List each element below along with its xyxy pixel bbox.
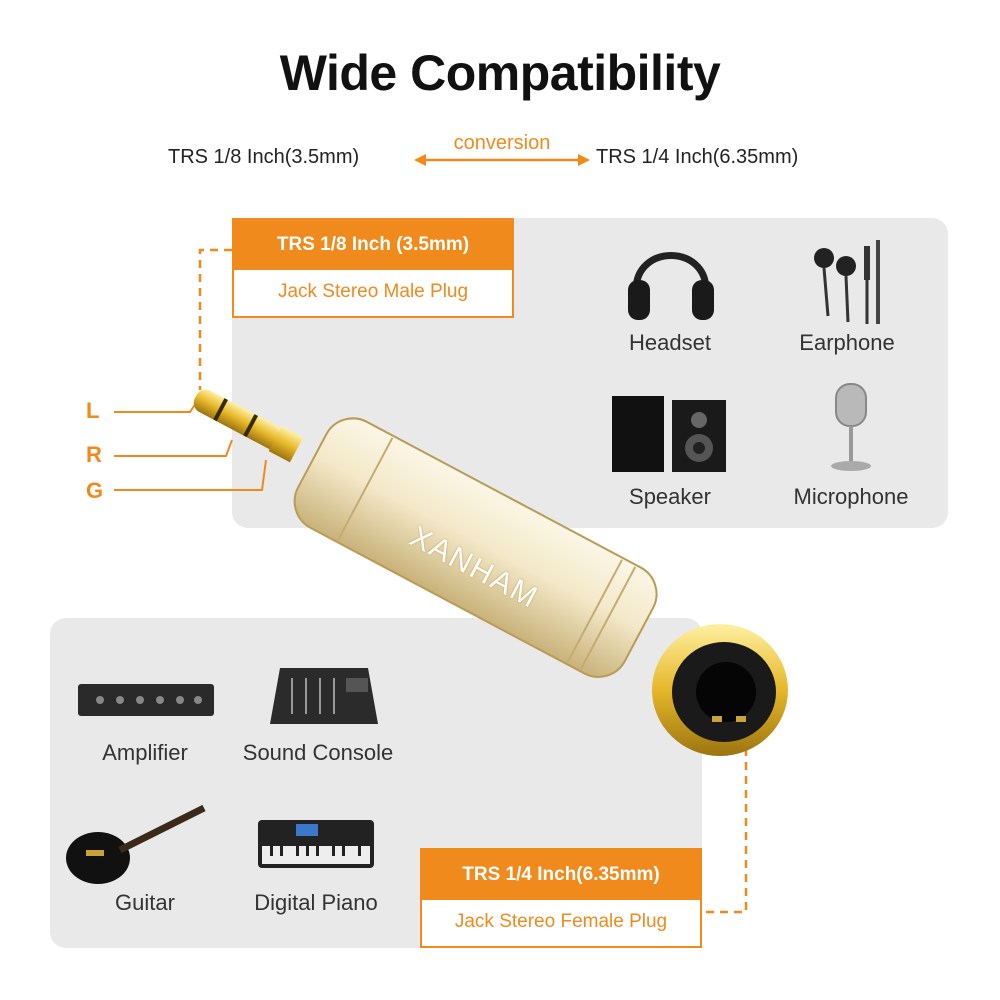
- device-label-digital-piano: Digital Piano: [254, 890, 378, 915]
- female-plug-spec: TRS 1/4 Inch(6.35mm): [422, 850, 700, 900]
- headset-icon: [628, 252, 714, 320]
- guitar-icon: [66, 804, 206, 884]
- pin-left-label: L: [86, 398, 100, 423]
- microphone-icon: [831, 383, 871, 471]
- conversion-from-label: TRS 1/8 Inch(3.5mm): [168, 146, 360, 168]
- device-label-headset: Headset: [629, 330, 711, 355]
- sound-console-icon: [270, 668, 378, 724]
- digital-piano-icon: [258, 820, 374, 868]
- male-plug-description: Jack Stereo Male Plug: [277, 281, 469, 302]
- earphone-icon: [814, 240, 880, 324]
- page-title: Wide Compatibility: [279, 45, 721, 101]
- conversion-label: conversion: [453, 132, 551, 154]
- device-label-speaker: Speaker: [629, 484, 711, 509]
- conversion-to-label: TRS 1/4 Inch(6.35mm): [596, 146, 799, 168]
- female-plug-description: Jack Stereo Female Plug: [454, 911, 668, 932]
- device-label-sound-console: Sound Console: [242, 740, 394, 765]
- female-plug-callout: TRS 1/4 Inch(6.35mm) Jack Stereo Female …: [420, 848, 702, 948]
- device-label-microphone: Microphone: [793, 484, 909, 509]
- speaker-icon: [612, 396, 726, 472]
- male-plug-callout: TRS 1/8 Inch (3.5mm) Jack Stereo Male Pl…: [232, 218, 514, 318]
- device-label-guitar: Guitar: [115, 890, 175, 915]
- male-plug-spec: TRS 1/8 Inch (3.5mm): [234, 220, 512, 270]
- amplifier-icon: [78, 684, 214, 716]
- pin-right-label: R: [86, 442, 102, 467]
- double-arrow-icon: [414, 154, 590, 166]
- device-label-earphone: Earphone: [799, 330, 895, 355]
- device-label-amplifier: Amplifier: [102, 740, 188, 765]
- pin-ground-label: G: [86, 478, 104, 503]
- adapter-image: [193, 389, 788, 756]
